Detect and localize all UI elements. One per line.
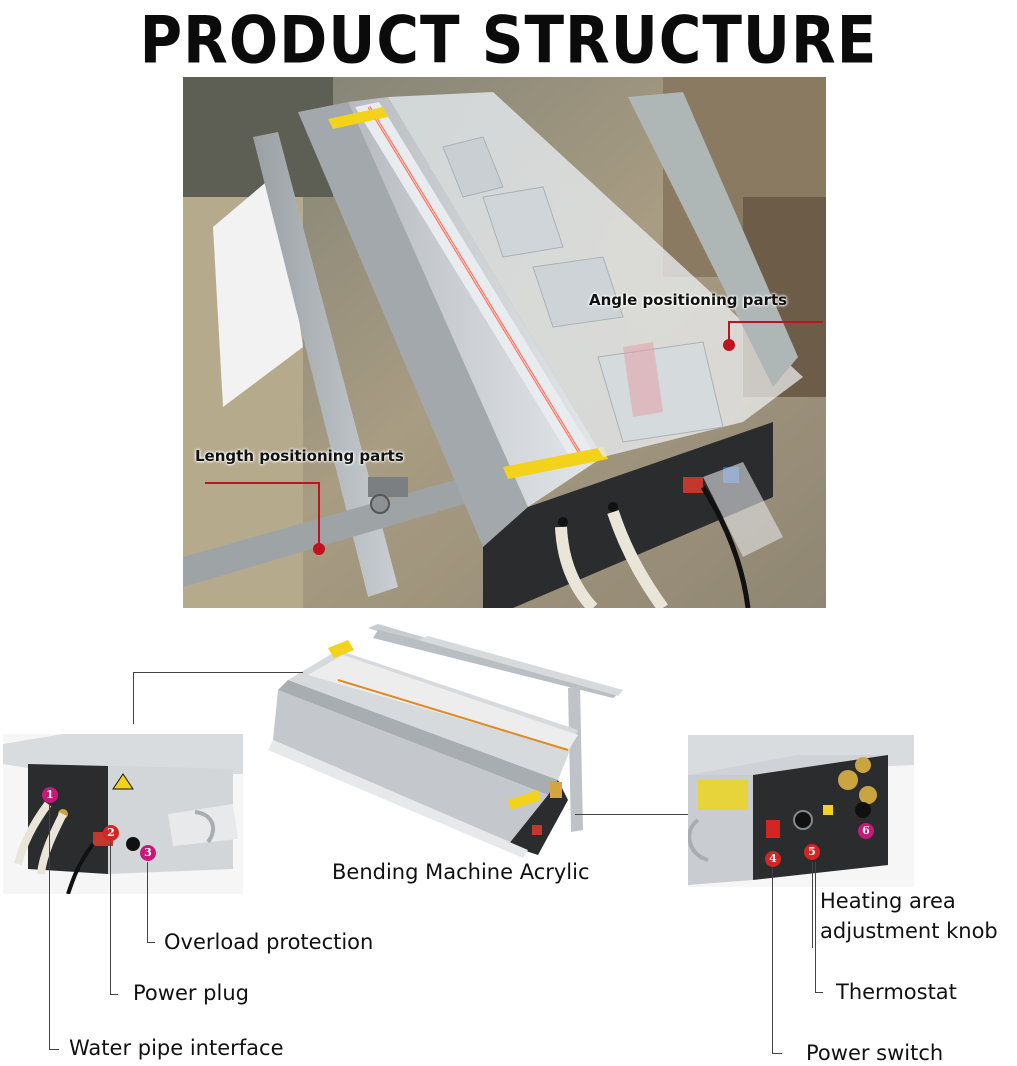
angle-callout-stem (728, 321, 730, 343)
connector-right-horizontal (575, 814, 690, 815)
leader-thermostat-vertical (815, 862, 816, 992)
left-end-detail-photo (3, 734, 243, 894)
length-callout-dot (313, 543, 325, 555)
connector-left-vertical (133, 672, 134, 724)
length-callout-stem (318, 482, 320, 546)
badge-5: 5 (804, 844, 820, 860)
badge-3: 3 (140, 845, 156, 861)
power-plug-label: Power plug (133, 981, 249, 1005)
leader-overload-horizontal (147, 942, 155, 943)
angle-callout-dot (723, 339, 735, 351)
water-pipe-interface-label: Water pipe interface (69, 1036, 284, 1060)
length-positioning-callout: Length positioning parts (195, 447, 404, 465)
leader-thermostat-horizontal (815, 992, 823, 993)
heating-area-label-line1: Heating area (820, 889, 956, 913)
length-callout-line (205, 482, 320, 484)
leader-powerplug-vertical (110, 842, 111, 994)
product-label: Bending Machine Acrylic (332, 860, 590, 884)
power-switch-label: Power switch (806, 1041, 944, 1065)
leader-powerswitch-horizontal (772, 1053, 782, 1054)
connector-left-horizontal (133, 672, 303, 673)
page-title: PRODUCT STRUCTURE (139, 2, 878, 79)
thermostat-label: Thermostat (836, 980, 957, 1004)
leader-heating-vertical (812, 862, 813, 948)
overload-protection-label: Overload protection (164, 930, 374, 954)
machine-overview-photo (268, 620, 628, 860)
badge-2: 2 (103, 825, 119, 841)
leader-waterpipe-horizontal (49, 1049, 59, 1050)
badge-6: 6 (858, 823, 874, 839)
badge-1: 1 (42, 787, 58, 803)
leader-overload-vertical (147, 862, 148, 942)
heating-area-label-line2: adjustment knob (820, 919, 998, 943)
angle-callout-line (728, 321, 823, 323)
right-end-detail-photo (688, 735, 914, 887)
machine-photo (183, 77, 826, 608)
leader-waterpipe-vertical (49, 804, 50, 1049)
leader-powerswitch-vertical (772, 868, 773, 1053)
badge-4: 4 (765, 851, 781, 867)
leader-powerplug-horizontal (110, 994, 118, 995)
angle-positioning-callout: Angle positioning parts (589, 291, 788, 309)
